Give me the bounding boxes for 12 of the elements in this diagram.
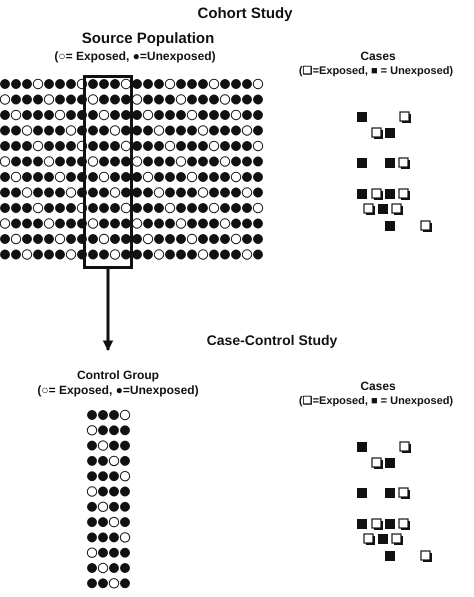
title: Cohort Study <box>198 6 292 22</box>
group-heading: Cases <box>360 380 396 394</box>
legend-text: (○= Exposed, ●=Unexposed) <box>54 50 216 64</box>
group-heading: Cases <box>360 50 396 64</box>
legend-text: (○= Exposed, ●=Unexposed) <box>37 383 199 398</box>
section-heading: Case-Control Study <box>206 333 338 348</box>
group-heading: Control Group <box>77 368 159 383</box>
selection-frame <box>83 75 133 269</box>
arrow <box>102 269 114 352</box>
legend-text: (❏=Exposed, ■ = Unexposed) <box>298 65 454 78</box>
legend-text: (❏=Exposed, ■ = Unexposed) <box>298 395 454 408</box>
section-heading: Source Population <box>82 31 214 48</box>
